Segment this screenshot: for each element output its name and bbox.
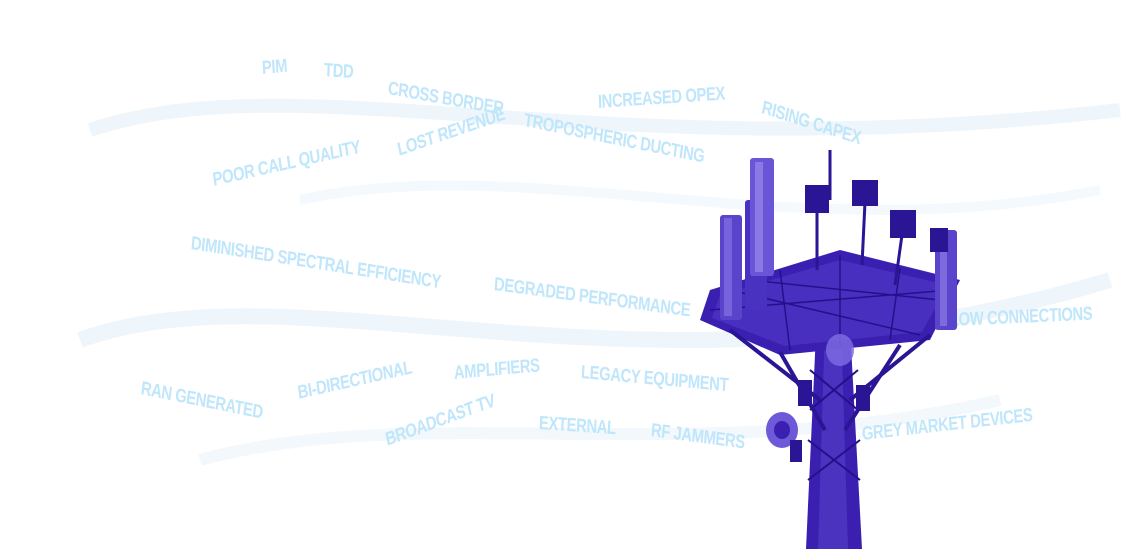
cell-tower-image <box>700 150 960 549</box>
word-tdd: TDD <box>323 60 354 83</box>
word-pim: PIM <box>261 55 288 79</box>
